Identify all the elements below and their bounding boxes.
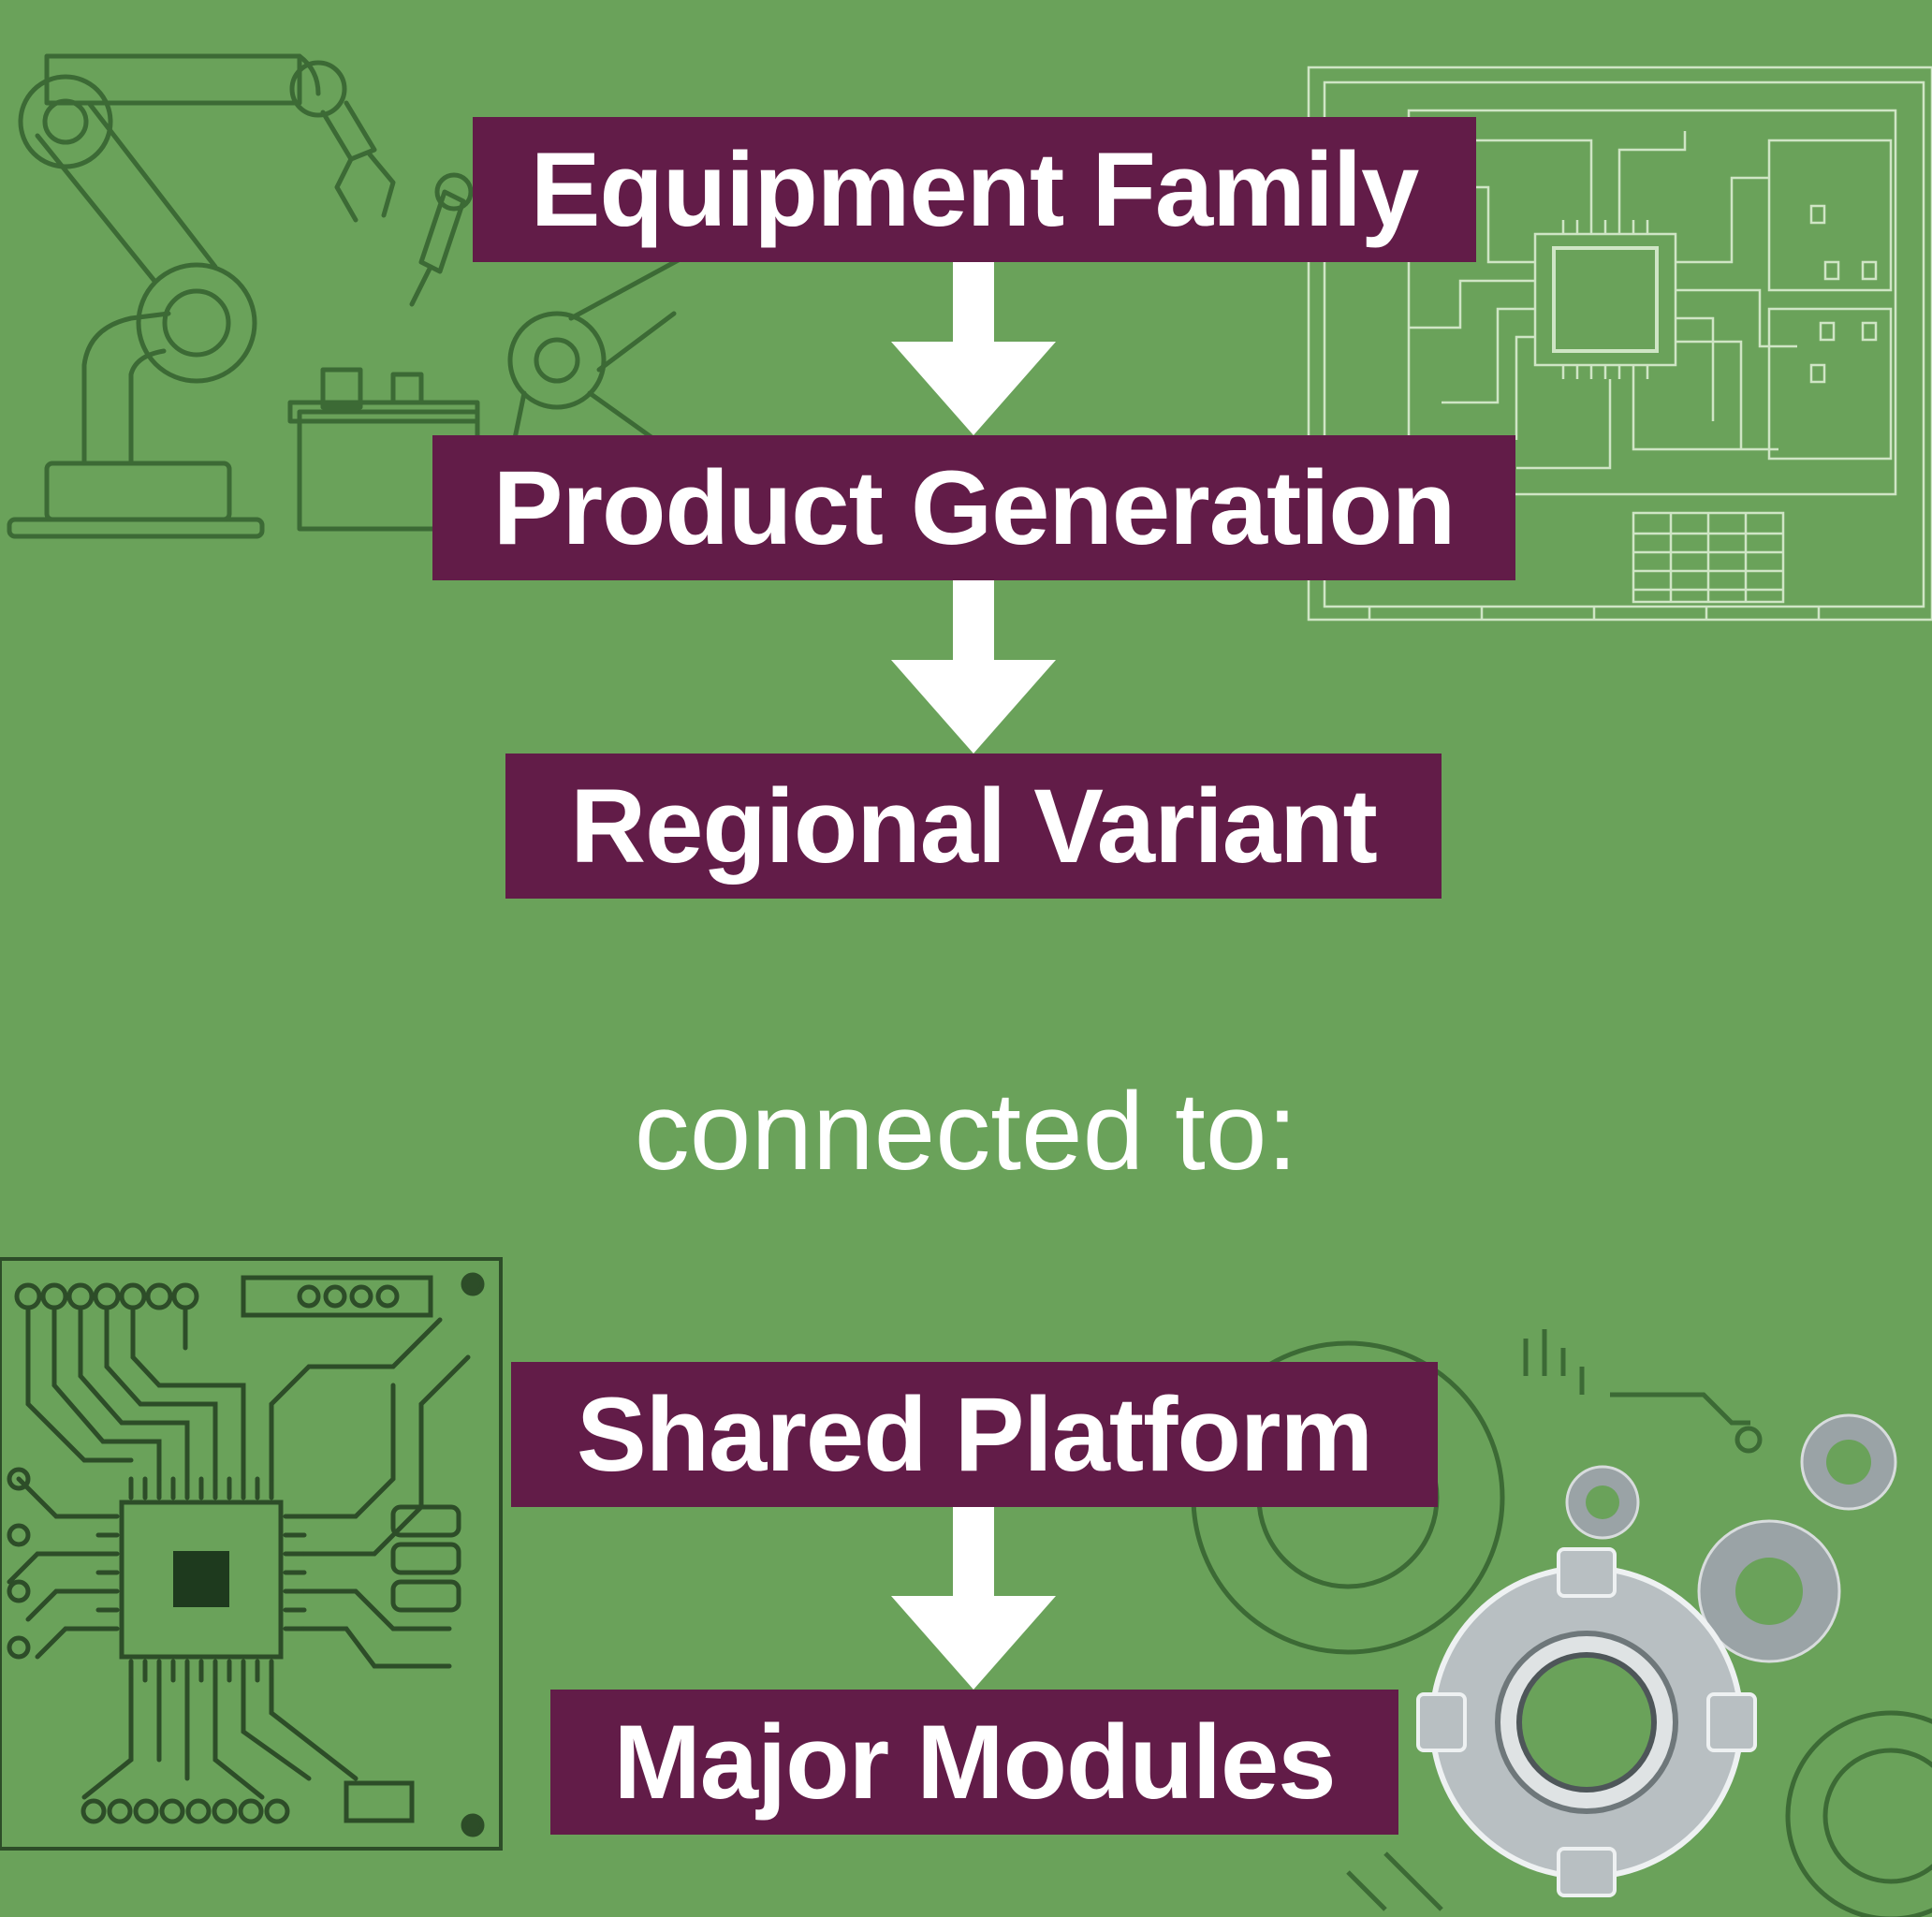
node-regional-variant: Regional Variant [505, 754, 1442, 899]
robot-arm-icon [7, 53, 686, 539]
arrow-down-icon [891, 580, 1056, 754]
connector-caption: connected to: [634, 1070, 1298, 1193]
arrow-down-icon [891, 1507, 1056, 1690]
node-major-modules: Major Modules [550, 1690, 1398, 1835]
node-shared-platform: Shared Platform [511, 1362, 1438, 1507]
node-equipment-family: Equipment Family [473, 117, 1476, 262]
node-product-generation: Product Generation [432, 435, 1515, 580]
gears-icon [1191, 1329, 1932, 1917]
blueprint-schematic-icon [1307, 66, 1932, 622]
circuit-board-icon [0, 1257, 503, 1851]
arrow-down-icon [891, 262, 1056, 435]
